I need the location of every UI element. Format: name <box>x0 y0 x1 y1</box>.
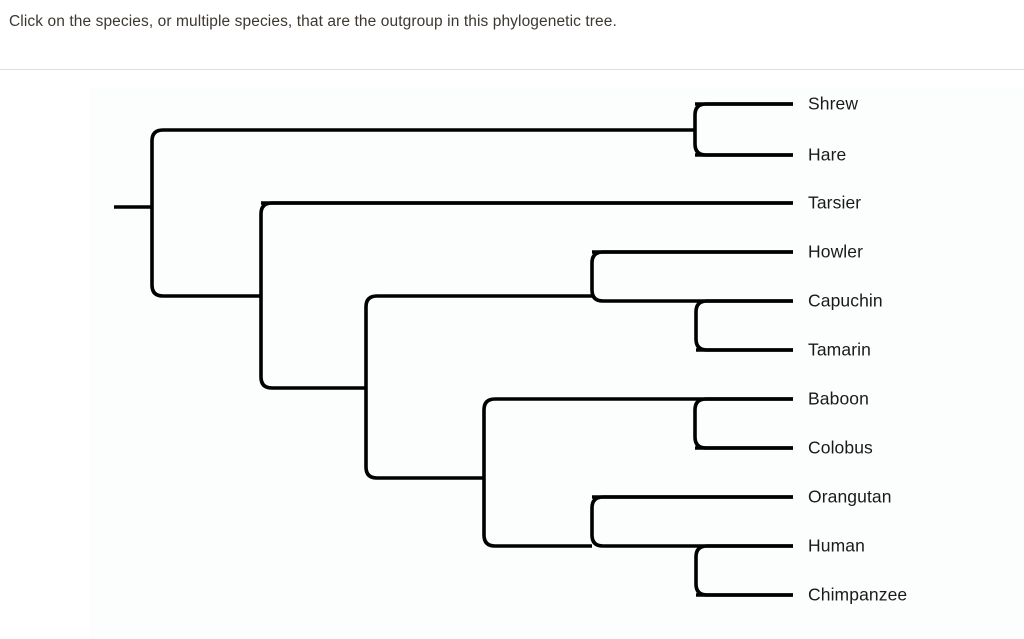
species-label-human[interactable]: Human <box>808 536 865 556</box>
node-catarrhini-lower-branch <box>482 534 592 548</box>
question-prompt: Click on the species, or multiple specie… <box>9 13 617 30</box>
node-anthropoidea-lower-branch <box>364 466 484 480</box>
species-label-howler[interactable]: Howler <box>808 242 863 262</box>
phylogenetic-tree-diagram[interactable]: ShrewHareTarsierHowlerCapuchinTamarinBab… <box>0 71 1024 639</box>
node-root-upper-branch <box>150 128 695 142</box>
node-hominoidea-lower-branch <box>590 534 696 548</box>
node-anthropoidea-upper-branch <box>364 294 592 308</box>
tree-branch-layer <box>114 102 793 597</box>
node-primates-lower-branch <box>259 376 366 390</box>
question-header: Click on the species, or multiple specie… <box>0 0 1024 70</box>
species-label-chimpanzee[interactable]: Chimpanzee <box>808 585 907 605</box>
node-platyrrhini-lower-branch <box>590 289 696 303</box>
species-label-colobus[interactable]: Colobus <box>808 438 873 458</box>
node-root-lower-branch <box>150 284 261 298</box>
species-label-orangutan[interactable]: Orangutan <box>808 487 892 507</box>
tree-label-layer[interactable]: ShrewHareTarsierHowlerCapuchinTamarinBab… <box>802 89 1012 610</box>
species-label-capuchin[interactable]: Capuchin <box>808 291 883 311</box>
species-label-shrew[interactable]: Shrew <box>808 94 858 114</box>
species-label-baboon[interactable]: Baboon <box>808 389 869 409</box>
node-catarrhini-upper-branch <box>482 397 695 411</box>
species-label-tamarin[interactable]: Tamarin <box>808 340 871 360</box>
species-label-tarsier[interactable]: Tarsier <box>808 193 861 213</box>
species-label-hare[interactable]: Hare <box>808 145 846 165</box>
